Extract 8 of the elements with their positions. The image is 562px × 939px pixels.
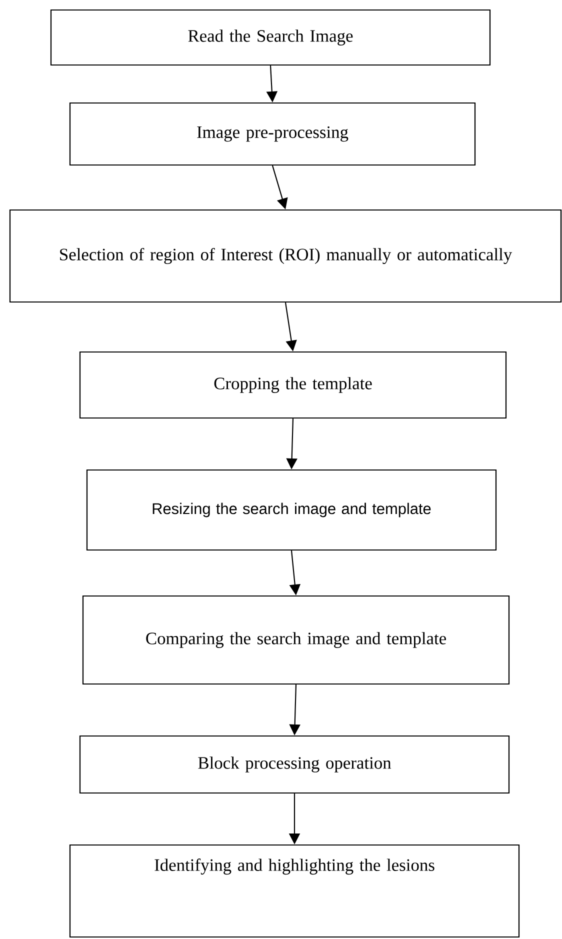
process-box: Resizing the search image and template xyxy=(86,469,497,551)
process-box: Image pre-processing xyxy=(69,102,476,166)
process-box: Read the Search Image xyxy=(50,9,491,66)
process-box: Selection of region of Interest (ROI) manually or automatically xyxy=(9,209,562,303)
process-box: Identifying and highlighting the lesions xyxy=(69,844,520,938)
process-box: Cropping the template xyxy=(79,351,507,419)
process-box: Block processing operation xyxy=(79,735,510,794)
process-box: Comparing the search image and template xyxy=(82,595,510,685)
